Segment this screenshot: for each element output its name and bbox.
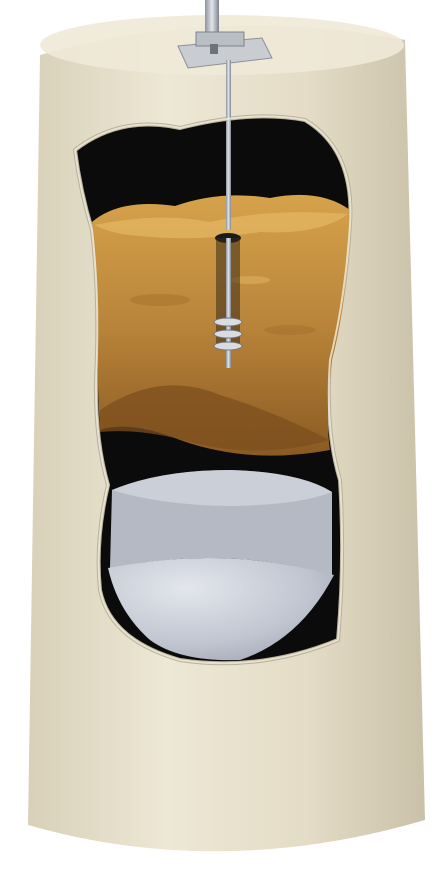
probe-paddles: [214, 318, 242, 350]
